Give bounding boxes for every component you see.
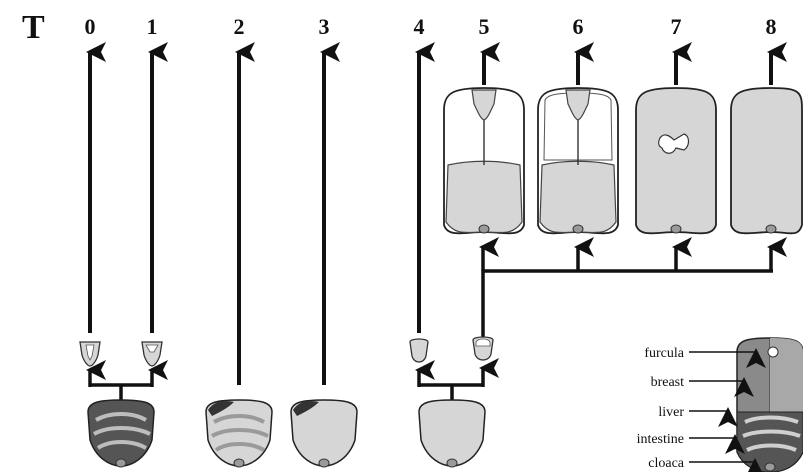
label-furcula: furcula: [644, 346, 684, 361]
carcass-stage-7: [635, 87, 717, 235]
label-cloaca: cloaca: [648, 456, 685, 471]
stage-number-0: 0: [85, 14, 96, 39]
bottom-carcass-a: [87, 399, 155, 468]
bottom-carcass-c: [290, 399, 358, 468]
small-piece-stage-1: [141, 341, 163, 367]
label-intestine: intestine: [637, 432, 684, 447]
scale-letter: T: [22, 9, 45, 46]
small-piece-stage-4: [409, 338, 429, 363]
bottom-carcass-b: [205, 399, 273, 468]
stage-number-1: 1: [147, 14, 158, 39]
label-breast: breast: [651, 375, 685, 390]
stage-number-5: 5: [479, 14, 490, 39]
bottom-carcass-d: [418, 399, 486, 468]
stage-number-4: 4: [414, 14, 425, 39]
carcass-stage-8: [730, 87, 803, 235]
stage-number-3: 3: [319, 14, 330, 39]
stage-number-7: 7: [671, 14, 682, 39]
label-liver: liver: [658, 405, 684, 420]
carcass-stage-5: [443, 87, 525, 235]
anatomy-reference-carcass: [736, 337, 803, 472]
stage-number-8: 8: [766, 14, 777, 39]
stage-number-2: 2: [234, 14, 245, 39]
stage-number-6: 6: [573, 14, 584, 39]
small-piece-stage-0: [79, 341, 101, 367]
carcass-stage-6: [537, 87, 619, 235]
small-piece-stage-5: [472, 336, 494, 361]
